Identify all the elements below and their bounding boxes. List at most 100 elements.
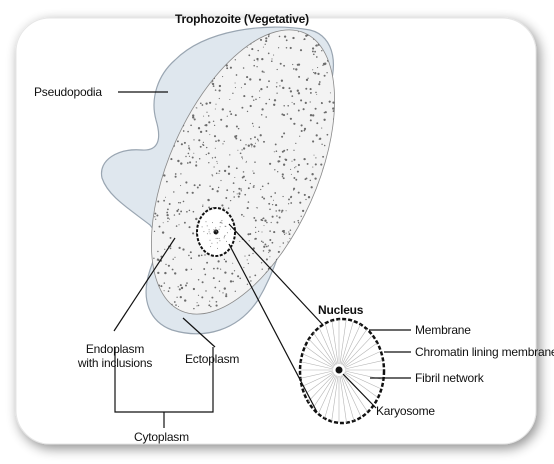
stipple-dot (306, 177, 308, 179)
stipple-dot (254, 161, 256, 163)
stipple-dot (280, 246, 281, 247)
stipple-dot (233, 182, 235, 184)
stipple-dot (312, 47, 314, 49)
stipple-dot (283, 164, 285, 166)
stipple-dot (235, 87, 236, 88)
stipple-dot (218, 173, 219, 174)
stipple-dot (266, 86, 268, 88)
stipple-dot (219, 290, 220, 291)
stipple-dot (188, 153, 190, 155)
stipple-dot (263, 217, 265, 219)
stipple-dot (202, 205, 203, 206)
stipple-dot (281, 80, 283, 82)
stipple-dot (257, 60, 258, 61)
stipple-dot (312, 114, 314, 116)
stipple-dot (314, 51, 316, 53)
stipple-dot (181, 143, 183, 145)
stipple-dot (206, 221, 207, 222)
stipple-dot (343, 16, 344, 17)
stipple-dot (209, 102, 211, 104)
stipple-dot (255, 227, 256, 228)
stipple-dot (229, 154, 230, 155)
stipple-dot (321, 102, 323, 104)
stipple-dot (209, 185, 210, 186)
stipple-dot (305, 199, 306, 200)
stipple-dot (312, 167, 313, 168)
stipple-dot (273, 200, 274, 201)
stipple-dot (186, 211, 188, 213)
stipple-dot (313, 53, 315, 55)
stipple-dot (281, 113, 283, 115)
stipple-dot (189, 149, 190, 150)
stipple-dot (272, 242, 274, 244)
stipple-dot (263, 246, 265, 248)
stipple-dot (263, 250, 265, 252)
stipple-dot (210, 240, 211, 241)
stipple-dot (294, 167, 295, 168)
stipple-dot (225, 295, 227, 297)
stipple-dot (217, 242, 218, 243)
stipple-dot (236, 167, 238, 169)
stipple-dot (326, 72, 327, 73)
stipple-dot (248, 54, 250, 56)
stipple-dot (269, 163, 271, 165)
stipple-dot (224, 287, 226, 289)
stipple-dot (219, 229, 220, 230)
stipple-dot (266, 222, 268, 224)
stipple-dot (324, 145, 326, 147)
stipple-dot (166, 181, 168, 183)
stipple-dot (245, 180, 246, 181)
stipple-dot (200, 131, 202, 133)
stipple-dot (251, 146, 252, 147)
stipple-dot (175, 173, 177, 175)
stipple-dot (275, 210, 276, 211)
stipple-dot (292, 102, 293, 103)
stipple-dot (179, 288, 181, 290)
stipple-dot (237, 275, 239, 277)
stipple-dot (227, 232, 228, 233)
label-endoplasm-line2: with inclusions (70, 356, 160, 370)
stipple-dot (318, 83, 320, 85)
stipple-dot (192, 157, 194, 159)
stipple-dot (241, 149, 242, 150)
stipple-dot (265, 40, 267, 42)
stipple-dot (205, 124, 207, 126)
stipple-dot (202, 144, 203, 145)
stipple-dot (248, 187, 250, 189)
stipple-dot (287, 105, 289, 107)
stipple-dot (243, 95, 245, 97)
stipple-dot (202, 206, 203, 207)
stipple-dot (214, 135, 216, 137)
stipple-dot (295, 179, 297, 181)
stipple-dot (211, 243, 212, 244)
stipple-dot (215, 109, 216, 110)
stipple-dot (248, 201, 250, 203)
stipple-dot (194, 118, 196, 120)
stipple-dot (241, 214, 243, 216)
stipple-dot (279, 217, 281, 219)
stipple-dot (221, 204, 223, 206)
stipple-dot (257, 139, 259, 141)
stipple-dot (253, 126, 254, 127)
stipple-dot (154, 213, 156, 215)
stipple-dot (239, 241, 240, 242)
stipple-dot (219, 90, 221, 92)
stipple-dot (235, 59, 236, 60)
stipple-dot (167, 221, 168, 222)
stipple-dot (253, 186, 255, 188)
stipple-dot (294, 221, 296, 223)
stipple-dot (206, 154, 207, 155)
stipple-dot (308, 196, 310, 198)
stipple-dot (286, 210, 287, 211)
stipple-dot (290, 202, 292, 204)
stipple-dot (284, 234, 285, 235)
stipple-dot (276, 150, 278, 152)
stipple-dot (198, 295, 199, 296)
stipple-dot (218, 187, 219, 188)
stipple-dot (183, 201, 185, 203)
stipple-dot (230, 229, 231, 230)
stipple-dot (260, 219, 262, 221)
stipple-dot (154, 231, 155, 232)
stipple-dot (272, 204, 273, 205)
stipple-dot (235, 138, 237, 140)
